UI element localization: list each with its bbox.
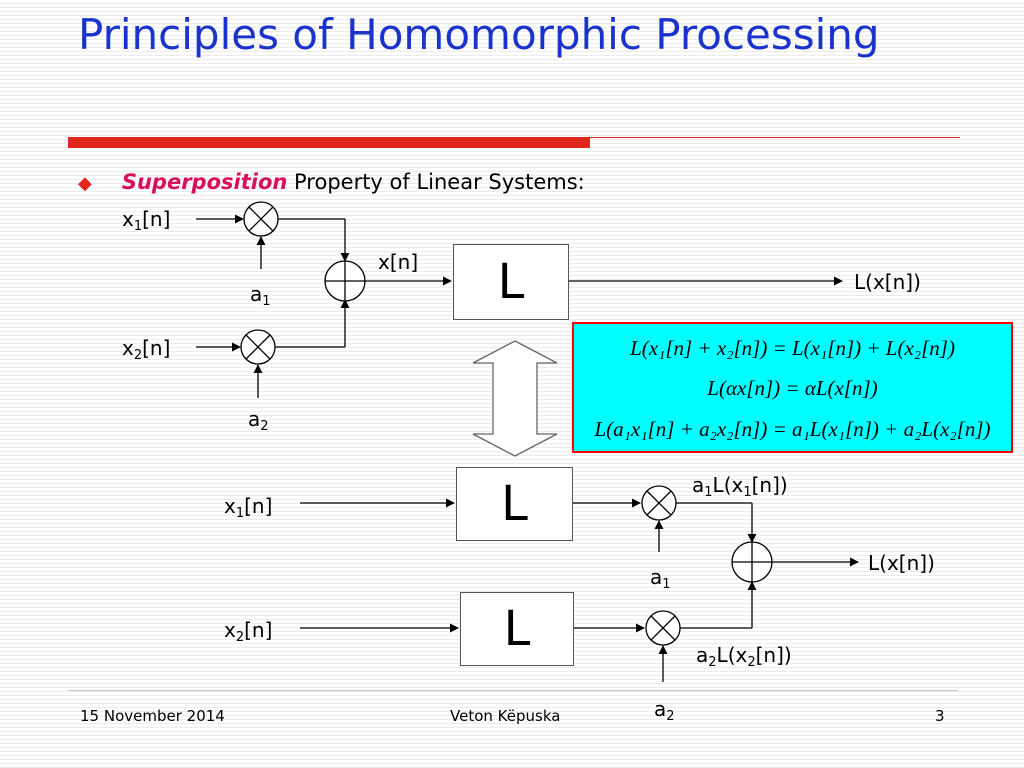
title-underline-thick: [68, 137, 590, 148]
top-input-2-label: x2[n]: [122, 336, 171, 363]
superposition-emphasis: Superposition: [121, 170, 288, 194]
top-gain-1-label: a1: [250, 282, 271, 309]
top-output-label: L(x[n]): [854, 270, 921, 294]
footer-rule: [68, 690, 958, 691]
bottom-input-1-label: x1[n]: [224, 494, 273, 521]
system-block-top: L: [453, 244, 569, 320]
bottom-gain-1-label: a1: [650, 565, 671, 592]
title-underline-thin: [590, 137, 960, 138]
equation-additivity: L(x₁[n] + x₂[n]) = L(x₁[n]) + L(x₂[n]): [630, 336, 955, 360]
equation-superposition: L(a₁x₁[n] + a₂x₂[n]) = a₁L(x₁[n]) + a₂L(…: [594, 417, 991, 441]
bullet-text: Property of Linear Systems:: [287, 170, 585, 194]
bullet-line: ◆ Superposition Property of Linear System…: [78, 170, 585, 194]
footer-date: 15 November 2014: [80, 707, 225, 725]
diamond-bullet-icon: ◆: [78, 173, 92, 194]
bottom-output-1-label: a1L(x1[n]): [692, 473, 788, 500]
bottom-input-2-label: x2[n]: [224, 618, 273, 645]
bottom-output-2-label: a2L(x2[n]): [696, 643, 792, 670]
page-number: 3: [935, 707, 945, 725]
double-arrow-icon: [472, 340, 558, 457]
system-block-bottom-2: L: [460, 592, 574, 666]
top-input-1-label: x1[n]: [122, 207, 171, 234]
slide-title: Principles of Homomorphic Processing: [78, 10, 880, 59]
top-gain-2-label: a2: [248, 407, 269, 434]
footer-author: Veton Këpuska: [450, 707, 561, 725]
sum-signal-label: x[n]: [378, 250, 419, 274]
equation-homogeneity: L(αx[n]) = αL(x[n]): [707, 376, 878, 400]
superposition-equations: L(x₁[n] + x₂[n]) = L(x₁[n]) + L(x₂[n]) L…: [572, 322, 1013, 453]
bottom-output-label: L(x[n]): [868, 551, 935, 575]
bottom-gain-2-label: a2: [654, 697, 675, 724]
system-block-bottom-1: L: [456, 467, 573, 541]
